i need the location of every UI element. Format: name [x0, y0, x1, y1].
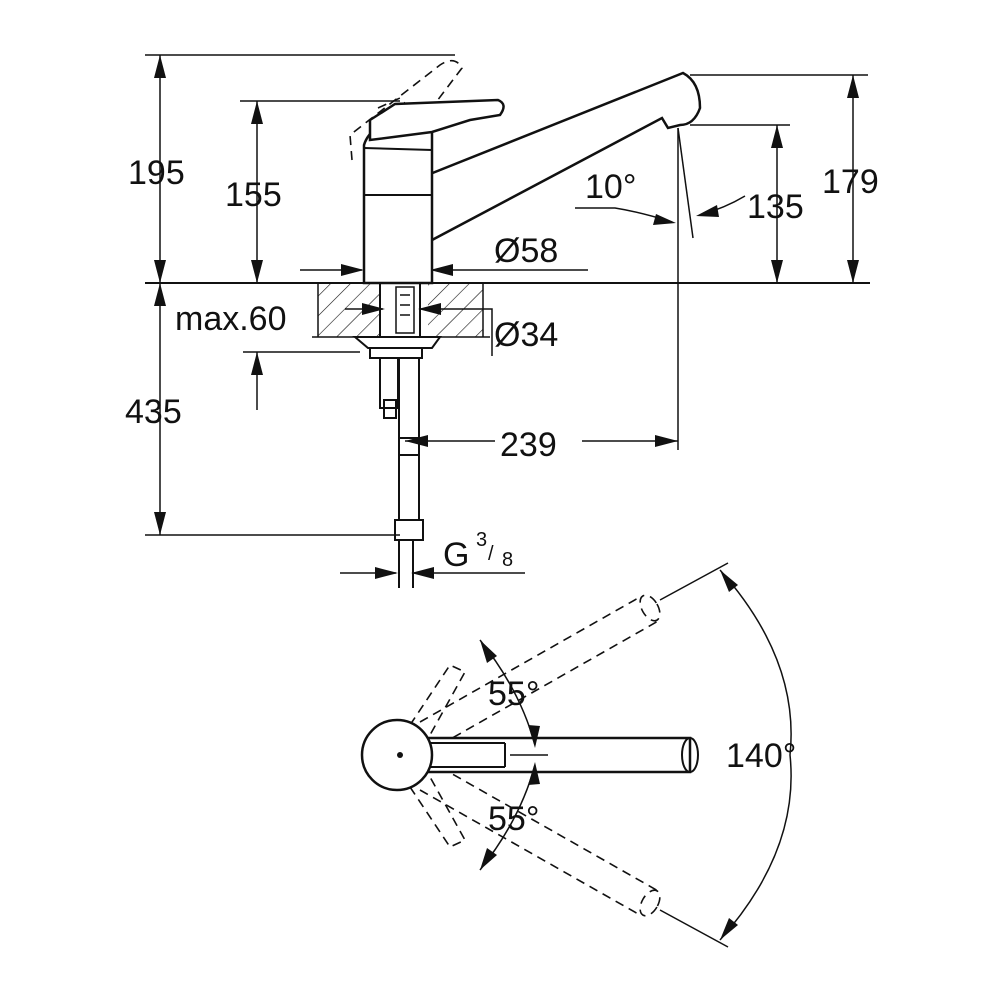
spout-plan [418, 736, 699, 774]
dimension-135 [771, 125, 783, 283]
spout-swivel-upper-dashed [419, 594, 661, 746]
worktop-section [312, 283, 490, 338]
label-135: 135 [747, 188, 804, 226]
label-55-lower: 55° [488, 800, 539, 838]
dimension-d34 [345, 303, 493, 356]
dimension-155 [251, 101, 263, 283]
label-435: 435 [125, 393, 182, 431]
label-55-upper: 55° [488, 675, 539, 713]
angle-55-upper-arc [479, 639, 548, 756]
label-max60: max.60 [175, 300, 287, 338]
label-195: 195 [128, 154, 185, 192]
label-d34: Ø34 [494, 316, 558, 354]
label-d58: Ø58 [494, 232, 558, 270]
spout-swivel-lower-dashed [419, 766, 661, 917]
label-239: 239 [500, 426, 557, 464]
label-140: 140° [726, 737, 796, 775]
plan-view: 55° 55° 140° [360, 562, 796, 948]
label-179: 179 [822, 163, 879, 201]
svg-text:G: G [443, 536, 469, 574]
side-view: 195 155 179 135 10° Ø58 max.60 Ø34 435 2… [125, 54, 879, 588]
angle-55-lower-arc [479, 762, 540, 871]
dimension-179 [847, 75, 859, 283]
label-155: 155 [225, 176, 282, 214]
angle-140-arc [659, 562, 792, 948]
label-g38: G 3 / 8 [443, 529, 513, 574]
faucet-body [362, 98, 505, 285]
dimension-435 [154, 283, 166, 535]
dimension-max60 [251, 352, 263, 410]
lever-raised-dashed [349, 59, 463, 166]
svg-text:8: 8 [502, 549, 513, 571]
dimension-g38 [340, 567, 525, 579]
angle-10-leader [575, 195, 746, 225]
label-10deg: 10° [585, 168, 636, 206]
mounting-shank [352, 282, 442, 588]
dimension-d58 [300, 264, 588, 276]
dimension-195 [154, 55, 166, 283]
svg-text:3: 3 [476, 529, 487, 551]
svg-text:/: / [488, 543, 494, 565]
